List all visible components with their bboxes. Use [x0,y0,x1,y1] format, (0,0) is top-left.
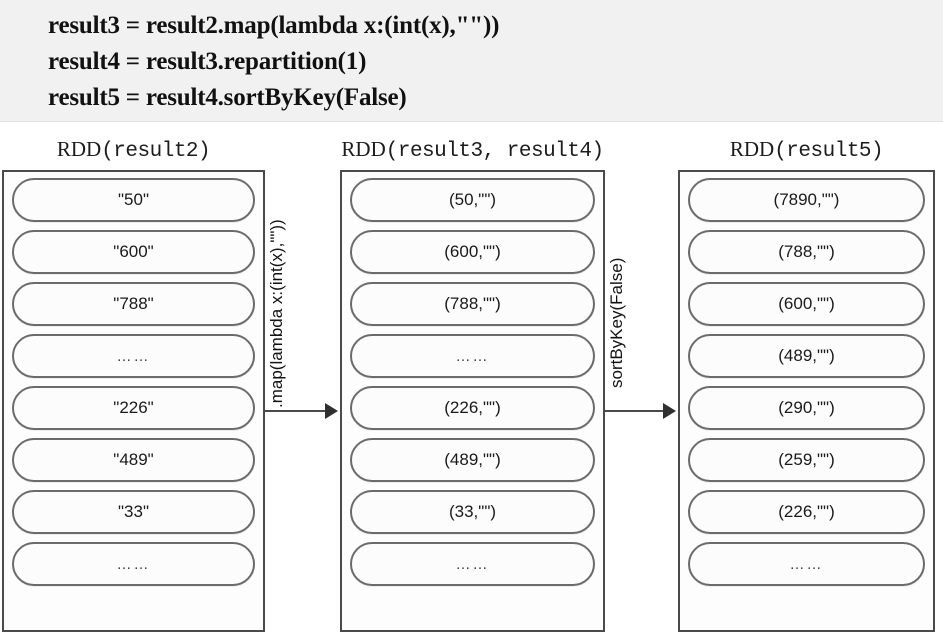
rdd-box-result3-result4: (50,"") (600,"") (788,"") …… (226,"") (4… [340,170,605,632]
rdd-item: (788,"") [350,282,595,326]
rdd-item: (50,"") [350,178,595,222]
arrow-sortbykey-head [663,403,676,419]
rdd-item: (788,"") [688,230,925,274]
rdd-title-prefix: RDD [729,137,775,161]
rdd-item: (226,"") [350,386,595,430]
arrow-sortbykey-line [605,410,665,412]
rdd-lineage-diagram: RDD(result2) "50" "600" "788" …… "226" "… [0,122,943,638]
rdd-column-result2: RDD(result2) "50" "600" "788" …… "226" "… [2,122,265,638]
arrow-sortbykey-group: sortByKey(False) [605,122,678,638]
arrow-map-group: .map(lambda x:(int(x),"")) [265,122,340,638]
rdd-title-args: (result5) [774,140,884,163]
rdd-title-prefix: RDD [341,137,386,161]
arrow-map-line [265,410,327,412]
rdd-item: "50" [12,178,255,222]
code-line-3: result5 = result4.sortByKey(False) [48,84,407,111]
rdd-item: (259,"") [688,438,925,482]
arrow-map-label: .map(lambda x:(int(x),"")) [267,219,286,408]
rdd-title-prefix: RDD [56,137,102,161]
rdd-item: (290,"") [688,386,925,430]
rdd-item: (7890,"") [688,178,925,222]
rdd-item: "788" [12,282,255,326]
rdd-box-result2: "50" "600" "788" …… "226" "489" "33" …… [2,170,265,632]
rdd-item-ellipsis: …… [350,334,595,378]
rdd-title-result5: RDD(result5) [678,137,935,164]
rdd-item: (600,"") [350,230,595,274]
rdd-item: (489,"") [350,438,595,482]
rdd-box-result5: (7890,"") (788,"") (600,"") (489,"") (29… [678,170,935,632]
rdd-column-result3-result4: RDD(result3, result4) (50,"") (600,"") (… [340,122,605,638]
rdd-title-args: (result3, result4) [385,140,604,163]
rdd-item: (600,"") [688,282,925,326]
rdd-title-result3-result4: RDD(result3, result4) [340,137,605,164]
arrow-map-head [325,403,338,419]
rdd-column-result5: RDD(result5) (7890,"") (788,"") (600,"")… [678,122,935,638]
rdd-item: "33" [12,490,255,534]
arrow-sortbykey-label: sortByKey(False) [607,257,626,388]
code-banner: result3 = result2.map(lambda x:(int(x),"… [0,0,943,122]
rdd-item: (489,"") [688,334,925,378]
rdd-item: "226" [12,386,255,430]
rdd-item: "600" [12,230,255,274]
code-line-1: result3 = result2.map(lambda x:(int(x),"… [48,12,500,39]
rdd-item: "489" [12,438,255,482]
rdd-item-ellipsis: …… [350,542,595,586]
rdd-item: (226,"") [688,490,925,534]
rdd-item: (33,"") [350,490,595,534]
code-line-2: result4 = result3.repartition(1) [48,48,367,75]
rdd-title-result2: RDD(result2) [2,137,265,164]
rdd-item-ellipsis: …… [12,334,255,378]
rdd-item-ellipsis: …… [12,542,255,586]
rdd-item-ellipsis: …… [688,542,925,586]
rdd-title-args: (result2) [101,140,211,163]
